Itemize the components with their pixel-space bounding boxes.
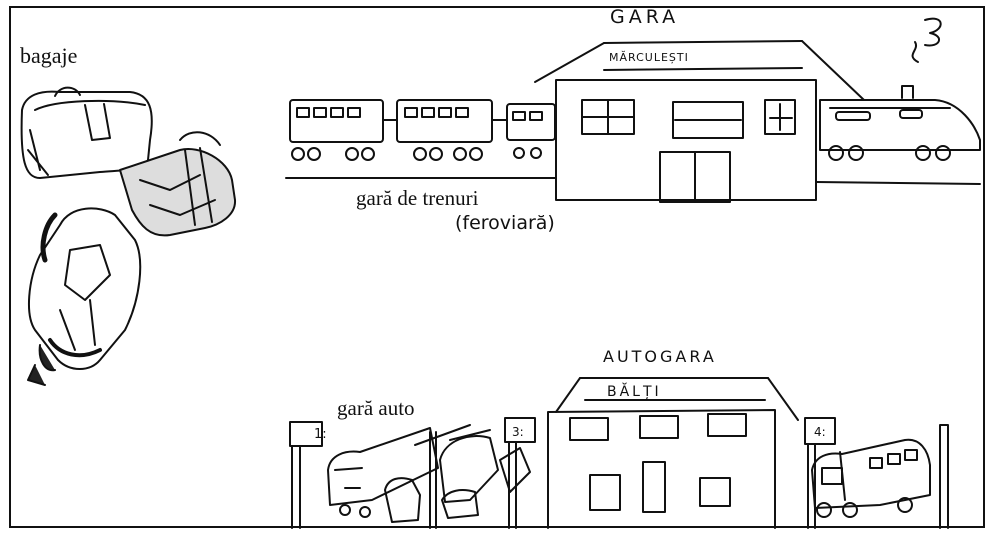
train-station-sign-title: GARA	[610, 6, 680, 28]
train-station-label: gară de trenuri	[356, 186, 479, 210]
luggage-label: bagaje	[20, 43, 78, 68]
platform-4-sign: 4:	[814, 425, 826, 439]
bus-station-label: gară auto	[337, 396, 415, 420]
bus-station-sign-town: BĂLȚI	[607, 384, 662, 400]
bus-station-sign-title: AUTOGARA	[603, 347, 717, 366]
illustration-frame	[9, 6, 985, 528]
bus-station-illustration	[289, 377, 949, 529]
train-station-sign-town: MĂRCULEȘTI	[609, 51, 689, 64]
platform-1-sign: 1:	[314, 427, 327, 442]
luggage-illustration	[20, 86, 237, 386]
railway-label: (feroviară)	[455, 212, 555, 234]
train-station-illustration	[285, 17, 981, 203]
platform-3-sign: 3:	[512, 425, 524, 439]
